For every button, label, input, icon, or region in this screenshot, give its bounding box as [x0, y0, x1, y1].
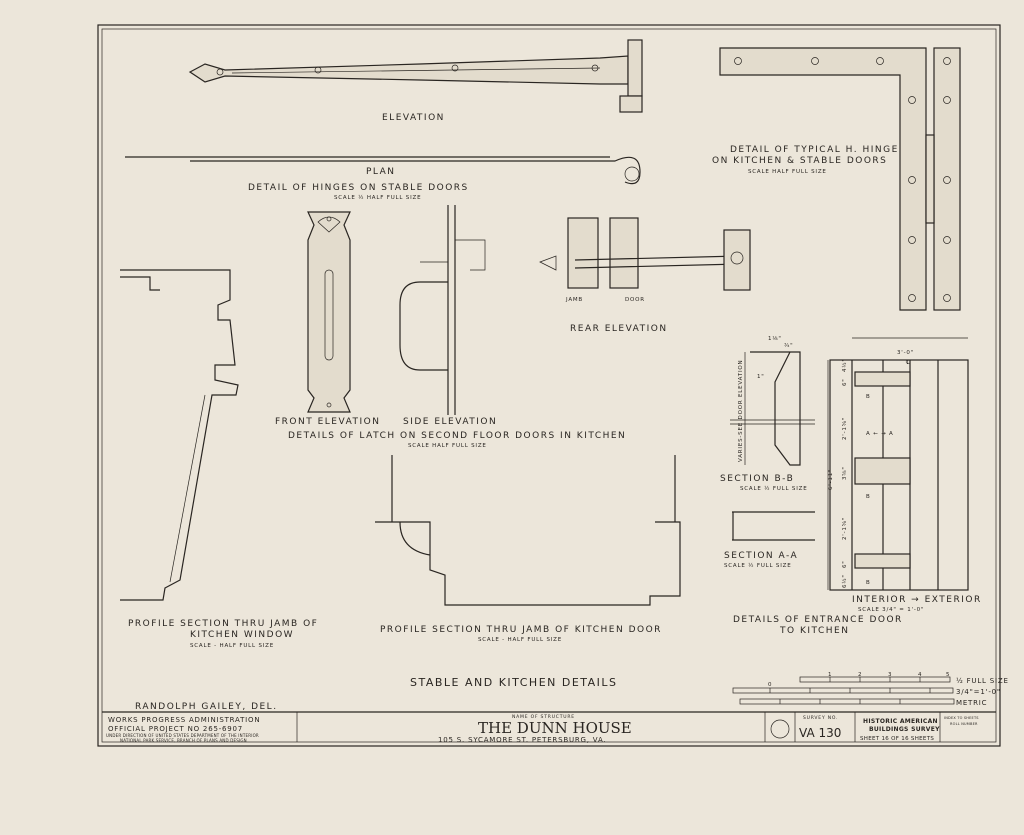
entrance-door-title-2: TO KITCHEN [779, 626, 849, 636]
latch-rear-elevation [539, 217, 751, 291]
dim-1-1-8: 1⅛" [768, 336, 782, 342]
strap-hinge-elevation [188, 39, 643, 113]
latch-scale: SCALE HALF FULL SIZE [408, 443, 487, 449]
section-bb [730, 351, 815, 466]
hinge-detail-scale: SCALE ½ HALF FULL SIZE [334, 194, 421, 201]
survey-no-label: SURVEY NO. [803, 715, 838, 721]
structure-address: 105 S. SYCAMORE ST. PETERSBURG, VA. [438, 736, 606, 744]
window-profile-title-1: PROFILE SECTION THRU JAMB OF [128, 619, 318, 629]
scale-tick-3: 3 [888, 672, 892, 678]
jamb-label: JAMB [565, 297, 583, 303]
entrance-door-scale: SCALE 3/4" = 1'-0" [858, 607, 924, 613]
window-profile-scale: SCALE - HALF FULL SIZE [190, 643, 274, 649]
dim-1-top: 1" [757, 374, 765, 380]
interior-exterior-label: INTERIOR → EXTERIOR [852, 595, 982, 605]
section-bb-scale: SCALE ½ FULL SIZE [740, 485, 807, 492]
hinge-plan-label: PLAN [366, 167, 396, 177]
hinge-elevation-label: ELEVATION [382, 113, 445, 123]
habs-line-1: HISTORIC AMERICAN [863, 718, 938, 725]
delineator: RANDOLPH GAILEY, DEL. [135, 702, 278, 712]
dim-v-3: 3⅝" [842, 466, 848, 480]
varies-note: VARIES-SEE DOOR ELEVATION [738, 360, 744, 462]
wpa-line-3: UNDER DIRECTION OF UNITED STATES DEPARTM… [106, 733, 259, 738]
latch-side-elevation [399, 205, 486, 415]
scale-tick-2: 2 [858, 672, 862, 678]
dim-v-1: 6" [842, 378, 848, 386]
b-marker-2: B [866, 494, 871, 500]
index-label-2: ROLL NUMBER [950, 722, 978, 726]
index-label-1: INDEX TO SHEETS [944, 716, 979, 720]
door-profile-scale: SCALE - HALF FULL SIZE [478, 637, 562, 643]
dim-door-width: 3'-0" [897, 350, 914, 356]
section-aa [732, 511, 815, 541]
strap-hinge-plan [125, 156, 641, 185]
b-marker-3: B [866, 580, 871, 586]
entrance-door-elevation [827, 337, 969, 591]
h-hinge-scale: SCALE HALF FULL SIZE [748, 169, 827, 175]
structure-name: THE DUNN HOUSE [478, 719, 632, 737]
sheet-number: SHEET 16 OF 16 SHEETS [860, 736, 934, 742]
window-jamb-profile [120, 269, 239, 601]
window-profile-title-2: KITCHEN WINDOW [190, 630, 294, 640]
dim-v-6: 6½" [841, 574, 848, 588]
habs-line-2: BUILDINGS SURVEY [869, 726, 940, 733]
h-hinge-title-1: DETAIL OF TYPICAL H. HINGE [730, 145, 899, 155]
dim-door-height: 6'-11" [828, 469, 834, 490]
section-aa-label: SECTION A-A [724, 551, 798, 561]
dim-v-4: 2'-1⅝" [842, 517, 848, 540]
latch-title: DETAILS OF LATCH ON SECOND FLOOR DOORS I… [288, 431, 626, 441]
survey-number: VA 130 [799, 726, 841, 740]
dim-v-2: 2'-1⅝" [842, 417, 848, 440]
title-block [102, 711, 996, 742]
scale-tick-4: 4 [918, 672, 922, 678]
latch-front-elevation [307, 211, 351, 413]
rear-elevation-label: REAR ELEVATION [570, 324, 668, 334]
dim-3-4: ¾" [784, 343, 793, 349]
door-profile-title: PROFILE SECTION THRU JAMB OF KITCHEN DOO… [380, 625, 662, 635]
h-hinge-drawing [719, 47, 961, 311]
scale-tick-5: 5 [946, 672, 950, 678]
wpa-line-4: NATIONAL PARK SERVICE, BRANCH OF PLANS A… [120, 738, 247, 743]
scale-tick-0: 0 [768, 682, 772, 688]
scale-three-quarter: 3/4"=1'-0" [956, 688, 1001, 696]
aa-marker: A ← → A [866, 431, 894, 437]
wpa-line-2: OFFICIAL PROJECT NO 265-6907 [108, 725, 243, 733]
sheet-title: STABLE AND KITCHEN DETAILS [410, 676, 618, 689]
b-marker-1: B [866, 394, 871, 400]
scale-half-full: ½ FULL SIZE [956, 677, 1009, 685]
front-elevation-label: FRONT ELEVATION [275, 417, 381, 427]
name-of-structure-label: NAME OF STRUCTURE [512, 714, 575, 720]
side-elevation-label: SIDE ELEVATION [403, 417, 497, 427]
scale-metric: METRIC [956, 699, 987, 707]
hinge-detail-title: DETAIL OF HINGES ON STABLE DOORS [248, 183, 469, 193]
h-hinge-title-2: ON KITCHEN & STABLE DOORS [712, 156, 887, 166]
door-label: DOOR [625, 297, 645, 303]
section-aa-scale: SCALE ½ FULL SIZE [724, 562, 791, 569]
centerline-mark: ℄ [906, 359, 910, 366]
door-jamb-profile [375, 455, 681, 606]
scale-tick-1: 1 [828, 672, 832, 678]
dim-v-0: 4½" [841, 358, 848, 372]
sheet-border [97, 24, 1001, 747]
wpa-line-1: WORKS PROGRESS ADMINISTRATION [108, 716, 260, 724]
inner-border [101, 28, 997, 743]
scale-bars [732, 676, 955, 705]
section-bb-label: SECTION B-B [720, 474, 794, 484]
dim-v-5: 6" [842, 560, 848, 568]
entrance-door-title-1: DETAILS OF ENTRANCE DOOR [733, 615, 903, 625]
